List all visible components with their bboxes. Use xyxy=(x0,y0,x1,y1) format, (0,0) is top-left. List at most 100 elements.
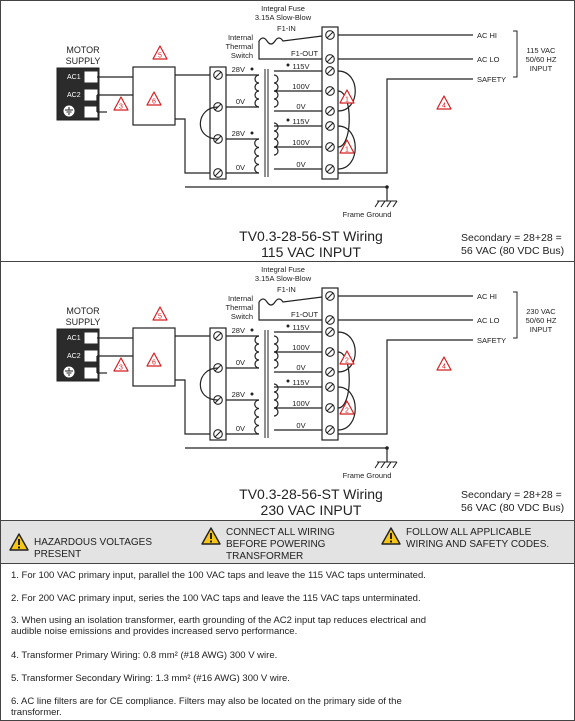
primary-tap-label: 100V xyxy=(292,343,310,352)
schematic-230vac: MOTORSUPPLYAC1AC236528V0V28V0V115V100V0V… xyxy=(56,265,557,480)
note-marker-5-icon xyxy=(152,45,168,60)
ac-lo-label: AC LO xyxy=(477,316,500,325)
secondary-terminal-block xyxy=(209,327,227,441)
ground-terminal xyxy=(84,367,98,379)
primary-tap-label: 0V xyxy=(296,102,305,111)
terminal-screw-slot xyxy=(326,122,334,130)
fuse-title-label: Integral Fuse xyxy=(261,265,305,274)
schematic-115vac: MOTORSUPPLYAC1AC236528V0V28V0V115V100V0V… xyxy=(56,4,557,219)
junction-dot xyxy=(385,185,389,189)
diagram-title: TV0.3-28-56-ST Wiring 115 VAC INPUT xyxy=(201,228,421,260)
warning-safety-codes: FOLLOW ALL APPLICABLE WIRING AND SAFETY … xyxy=(381,527,566,551)
primary-tap-label: 115V xyxy=(293,117,310,126)
input-spec-label: 115 VAC xyxy=(527,46,556,55)
fuse-rating-label: 3.15A Slow-Blow xyxy=(255,274,312,283)
primary-tap-label: 115V xyxy=(293,62,310,71)
note-3: 3. When using an isolation transformer, … xyxy=(11,615,427,637)
ac2-label: AC2 xyxy=(67,353,81,360)
thermal-switch-wire xyxy=(258,302,330,321)
wire xyxy=(338,78,473,174)
ac1-terminal xyxy=(84,71,98,83)
diagram-title-line2: 230 VAC INPUT xyxy=(260,502,362,518)
diagram-title: TV0.3-28-56-ST Wiring 230 VAC INPUT xyxy=(201,486,421,518)
ground-symbol-icon xyxy=(65,368,73,376)
note-marker-3-icon xyxy=(113,357,129,372)
secondary-tap-label: 28V xyxy=(232,326,245,335)
terminal-screw-slot xyxy=(326,87,334,95)
polarity-dot xyxy=(286,118,290,122)
primary-tap-label: 100V xyxy=(292,399,310,408)
primary-tap-label: 0V xyxy=(296,363,305,372)
frame-ground-icon xyxy=(374,200,398,208)
secondary-tap-label: 0V xyxy=(236,97,245,106)
terminal-screw-slot xyxy=(214,430,222,438)
input-spec-label: 50/60 HZ xyxy=(526,316,557,325)
frame-ground-icon xyxy=(374,461,398,469)
warning-connect-wiring: CONNECT ALL WIRING BEFORE POWERING TRANS… xyxy=(201,527,371,563)
input-spec-label: 50/60 HZ xyxy=(526,55,557,64)
terminal-screw-slot xyxy=(326,404,334,412)
ac1-terminal xyxy=(84,332,98,344)
terminal-screw-slot xyxy=(326,107,334,115)
secondary-tap-label: 0V xyxy=(236,358,245,367)
note-marker-3-icon-number: 3 xyxy=(119,365,123,372)
note-marker-primary-icon xyxy=(339,400,355,415)
polarity-dot xyxy=(250,131,254,135)
note-marker-5-icon-number: 5 xyxy=(158,314,162,321)
thermal-switch-label: Internal xyxy=(228,33,253,42)
note-5: 5. Transformer Secondary Wiring: 1.3 mm²… xyxy=(11,673,290,684)
primary-tap-label: 115V xyxy=(293,323,310,332)
ac1-label: AC1 xyxy=(67,335,81,342)
note-marker-4-icon-number: 4 xyxy=(442,103,446,110)
thermal-switch-wire xyxy=(258,41,330,60)
wire xyxy=(338,339,473,435)
input-bracket xyxy=(513,30,518,78)
terminal-screw-slot xyxy=(326,426,334,434)
terminal-screw-slot xyxy=(326,31,334,39)
note-6: 6. AC line filters are for CE compliance… xyxy=(11,696,402,718)
diagram-title-line1: TV0.3-28-56-ST Wiring xyxy=(239,228,383,244)
wire xyxy=(175,379,218,435)
note-2: 2. For 200 VAC primary input, series the… xyxy=(11,593,421,604)
note-marker-primary-icon xyxy=(339,139,355,154)
ac-lo-label: AC LO xyxy=(477,55,500,64)
polarity-dot xyxy=(250,67,254,71)
ground-terminal-icon xyxy=(63,105,75,117)
note-1: 1. For 100 VAC primary input, parallel t… xyxy=(11,570,426,581)
note-marker-primary-icon xyxy=(339,350,355,365)
thermal-switch-label: Thermal xyxy=(225,303,253,312)
transformer-winding xyxy=(273,383,279,417)
transformer-winding xyxy=(254,74,260,108)
warning-bar: HAZARDOUS VOLTAGES PRESENT CONNECT ALL W… xyxy=(0,520,575,564)
fuse-element xyxy=(258,34,331,45)
terminal-screw-slot xyxy=(326,143,334,151)
note-marker-primary-icon xyxy=(339,89,355,104)
ac-hi-label: AC HI xyxy=(477,292,497,301)
safety-label: SAFETY xyxy=(477,336,506,345)
note-marker-5-icon xyxy=(152,306,168,321)
ac2-label: AC2 xyxy=(67,92,81,99)
primary-tap-label: 100V xyxy=(292,82,310,91)
secondary-series-jumper xyxy=(199,106,219,140)
note-marker-6-icon-number: 6 xyxy=(152,99,156,106)
secondary-tap-label: 28V xyxy=(232,129,245,138)
note-marker-4-icon xyxy=(436,95,452,110)
polarity-dot xyxy=(286,63,290,67)
primary-jumper xyxy=(337,331,356,373)
transformer-winding xyxy=(254,335,260,369)
note-marker-3-icon xyxy=(113,96,129,111)
thermal-switch-label: Internal xyxy=(228,294,253,303)
terminal-screw-slot xyxy=(214,169,222,177)
secondary-spec-line2: 56 VAC (80 VDC Bus) xyxy=(461,245,565,257)
note-marker-primary-icon-number: 2 xyxy=(345,358,349,365)
input-spec-label: 230 VAC xyxy=(526,307,556,316)
secondary-spec-line1: Secondary = 28+28 = xyxy=(461,489,562,501)
polarity-dot xyxy=(286,324,290,328)
terminal-screw-slot xyxy=(326,165,334,173)
warning-text: HAZARDOUS VOLTAGES PRESENT xyxy=(34,537,152,560)
motor-supply-label: MOTOR xyxy=(66,45,100,55)
primary-jumper xyxy=(337,90,350,148)
wire xyxy=(175,118,218,174)
